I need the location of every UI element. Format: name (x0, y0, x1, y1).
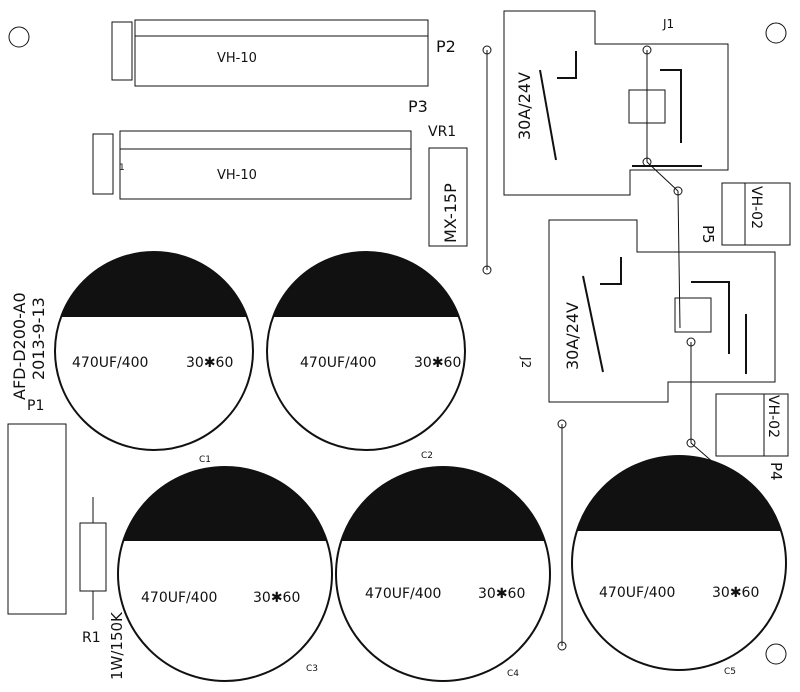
p2-part-label: VH-10 (217, 51, 257, 66)
c2-ref-label: C2 (421, 451, 433, 461)
connector-p4: P4 VH-02 (715, 393, 789, 481)
connector-p5: P5 VH-02 (699, 182, 791, 246)
p2-ref-label: P2 (436, 37, 456, 56)
vr1-part-label: MX-15P (441, 183, 460, 243)
j2-ref-label: J2 (519, 356, 533, 368)
p3-part-label: VH-10 (217, 168, 257, 183)
c1-ref-label: C1 (199, 455, 211, 465)
jumper-trace-left (482, 45, 492, 275)
c4-value-label: 470UF/400 (365, 586, 441, 602)
c1-value-label: 470UF/400 (72, 355, 148, 371)
varistor-vr1: VR1 MX-15P (428, 124, 468, 247)
vr1-ref-label: VR1 (428, 124, 456, 140)
p4-part-label: VH-02 (765, 395, 781, 438)
relay-j2: J2 30A/24V (519, 219, 776, 403)
j1-rating-label: 30A/24V (515, 72, 534, 140)
p4-ref-label: P4 (767, 462, 785, 481)
p5-ref-label: P5 (699, 225, 717, 244)
capacitor-c2: 470UF/400 30✱60 C2 (266, 251, 466, 461)
connector-p1: P1 (7, 398, 67, 615)
c5-ref-label: C5 (724, 667, 736, 677)
c5-size-label: 30✱60 (712, 585, 759, 601)
connector-p2: VH-10 P2 (111, 19, 456, 87)
capacitor-c4: 470UF/400 30✱60 C4 (335, 466, 551, 682)
mounting-hole-top-right (765, 22, 787, 44)
capacitor-c3: 470UF/400 30✱60 C3 (117, 466, 333, 682)
board-date: 2013-9-13 (29, 297, 48, 380)
p5-part-label: VH-02 (748, 186, 764, 229)
p1-ref-label: P1 (27, 398, 44, 414)
p3-ref-label: P3 (408, 97, 428, 116)
capacitor-c5: 470UF/400 30✱60 C5 (571, 455, 787, 677)
r1-value-label: 1W/150K (108, 611, 126, 680)
resistor-r1: R1 1W/150K (79, 497, 126, 680)
relay-interconnect (646, 161, 723, 471)
c3-value-label: 470UF/400 (141, 590, 217, 606)
c5-value-label: 470UF/400 (599, 585, 675, 601)
r1-ref-label: R1 (82, 630, 101, 646)
j1-ref-label: J1 (662, 17, 674, 31)
c2-size-label: 30✱60 (414, 355, 461, 371)
relay-j1: J1 30A/24V (503, 10, 729, 196)
connector-p3: P3 1 VH-10 (92, 97, 428, 200)
p3-pin-label: 1 (119, 163, 125, 173)
c3-ref-label: C3 (306, 664, 318, 674)
c2-value-label: 470UF/400 (300, 355, 376, 371)
j2-rating-label: 30A/24V (563, 302, 582, 370)
jumper-trace-right (557, 419, 567, 651)
c4-size-label: 30✱60 (478, 586, 525, 602)
capacitor-c1: 470UF/400 30✱60 C1 (54, 251, 254, 465)
c1-size-label: 30✱60 (186, 355, 233, 371)
mounting-hole-bottom-right (765, 643, 787, 665)
board-title: AFD-D200-A0 (10, 292, 29, 400)
mounting-hole-top-left (8, 26, 30, 48)
c3-size-label: 30✱60 (253, 590, 300, 606)
c4-ref-label: C4 (507, 669, 519, 679)
